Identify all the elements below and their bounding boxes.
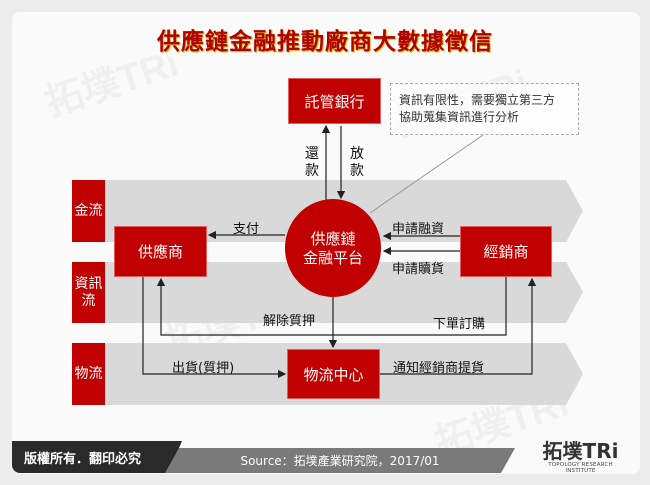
note-line2: 協助蒐集資訊進行分析 <box>399 110 520 124</box>
notify-arrow <box>380 277 537 375</box>
logo-text: 拓墣TRi <box>542 439 619 463</box>
page-title: 供應鏈金融推動廠商大數據徵信 <box>157 28 493 55</box>
platform-circle <box>285 199 381 297</box>
release-pledge-label: 解除質押 <box>263 314 316 329</box>
lend-label: 放款 <box>350 146 364 179</box>
logistics-node: 物流中心 <box>287 349 380 399</box>
note-line1: 資訊有限性，需要獨立第三方 <box>399 93 556 107</box>
ship-arrow <box>142 277 287 379</box>
source-banner: Source：拓墣產業研究院，2017/01 <box>165 448 515 473</box>
flow-label-logistics: 物流 <box>72 343 105 405</box>
flow-label-info: 資訊流 <box>72 262 105 323</box>
bank-node: 託管銀行 <box>288 78 381 124</box>
platform-label-line1: 供應鏈 <box>310 230 356 248</box>
notify-label: 通知經銷商提貨 <box>393 361 485 376</box>
tri-logo: 拓墣TRi TOPOLOGY RESEARCH INSTITUTE <box>533 440 628 474</box>
order-arrow <box>156 277 507 336</box>
order-label: 下單訂購 <box>433 317 486 332</box>
platform-label-line2: 金融平台 <box>302 249 363 267</box>
supplier-node: 供應商 <box>114 226 207 277</box>
ship-label: 出貨(質押) <box>172 361 235 376</box>
flow-label-money: 金流 <box>72 180 105 242</box>
note-box: 資訊有限性，需要獨立第三方 協助蒐集資訊進行分析 <box>390 83 579 135</box>
distributor-node: 經銷商 <box>460 226 552 277</box>
note-connector <box>369 134 484 214</box>
apply-redeem-label: 申請贖貨 <box>392 262 445 277</box>
repay-label: 還款 <box>305 146 319 179</box>
apply-financing-label: 申請融資 <box>392 222 445 237</box>
platform-label: 供應鏈 金融平台 <box>285 230 381 268</box>
logo-subtext: TOPOLOGY RESEARCH INSTITUTE <box>548 462 613 474</box>
copyright-banner: 版權所有．翻印必究 <box>12 441 182 473</box>
pay-label: 支付 <box>233 222 260 237</box>
